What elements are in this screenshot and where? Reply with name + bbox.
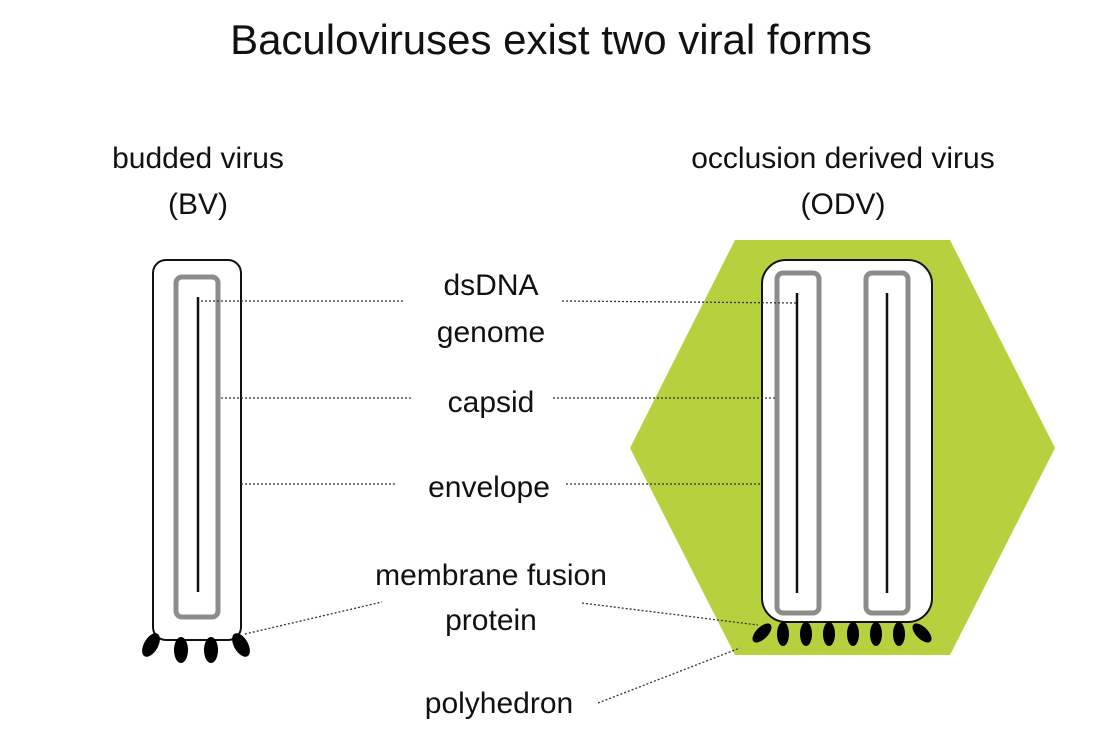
leader-fusion-odv — [581, 602, 759, 626]
bv-fusion-protein — [174, 637, 188, 663]
leader-polyhedron — [597, 647, 741, 704]
odv-capsid-left — [774, 270, 822, 616]
diagram-title: Baculoviruses exist two viral forms — [230, 16, 872, 63]
label-fusion-line2: protein — [445, 604, 537, 637]
bv-heading-line2: (BV) — [168, 188, 228, 221]
bv-fusion-protein — [142, 633, 160, 657]
odv-fusion-protein — [823, 622, 835, 646]
label-genome-line1: dsDNA — [443, 269, 538, 302]
odv-heading-line1: occlusion derived virus — [691, 142, 994, 175]
odv-fusion-protein — [800, 622, 812, 646]
odv-fusion-protein — [912, 623, 932, 643]
leader-genome-odv — [561, 300, 798, 304]
label-envelope: envelope — [428, 471, 550, 504]
label-polyhedron: polyhedron — [425, 687, 573, 720]
odv-fusion-protein — [893, 622, 905, 646]
bv-fusion-proteins — [142, 633, 250, 663]
bv-heading-line1: budded virus — [112, 142, 284, 175]
odv-envelope — [761, 259, 933, 623]
leader-fusion-bv — [244, 601, 383, 635]
bv-capsid — [173, 274, 221, 620]
odv-fusion-protein — [847, 622, 859, 646]
label-fusion-line1: membrane fusion — [375, 559, 607, 592]
odv-virion — [761, 259, 933, 623]
bv-fusion-protein — [232, 633, 250, 657]
odv-capsid-right — [863, 270, 911, 616]
label-genome-line2: genome — [437, 316, 545, 349]
odv-heading-line2: (ODV) — [801, 188, 886, 221]
bv-fusion-protein — [204, 637, 218, 663]
odv-fusion-protein — [777, 622, 789, 646]
bv-virion — [152, 259, 242, 641]
label-capsid: capsid — [448, 386, 535, 419]
odv-fusion-protein — [752, 623, 772, 643]
odv-fusion-protein — [870, 622, 882, 646]
odv-fusion-proteins — [752, 622, 932, 646]
